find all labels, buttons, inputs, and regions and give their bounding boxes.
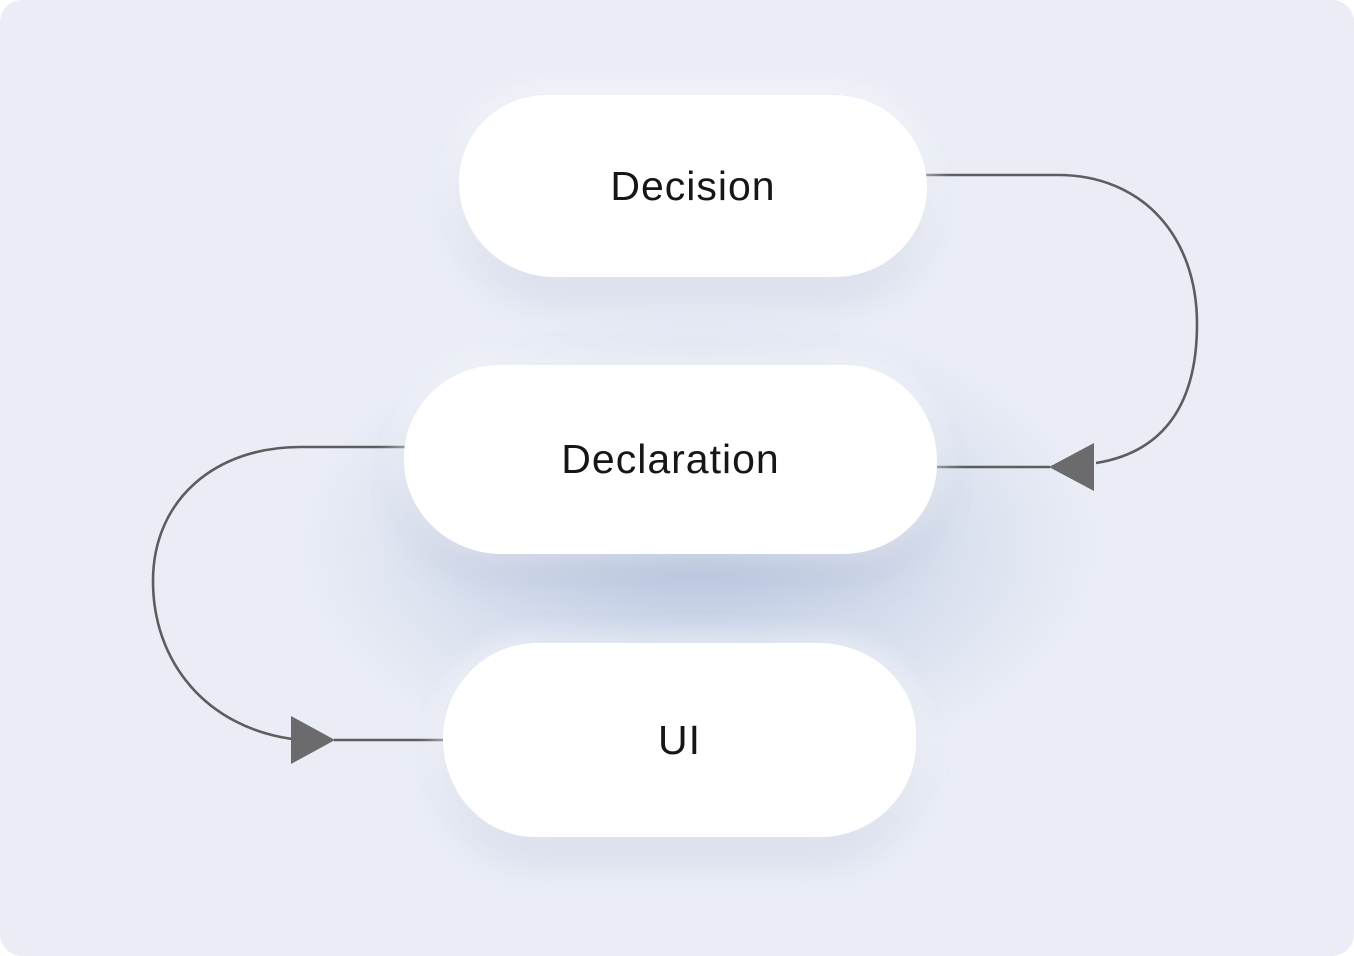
arrowhead-into-ui: [291, 716, 335, 764]
edge-decision-to-declaration: [926, 173, 1199, 465]
node-decision-label: Decision: [610, 162, 776, 209]
node-ui-label: UI: [658, 716, 701, 763]
node-declaration-label: Declaration: [561, 436, 780, 482]
node-declaration: Declaration: [404, 365, 937, 554]
edge-declaration-to-ui: [151, 445, 406, 741]
arrowhead-into-declaration: [1049, 443, 1094, 491]
node-decision: Decision: [459, 95, 927, 277]
node-ui: UI: [443, 643, 916, 837]
